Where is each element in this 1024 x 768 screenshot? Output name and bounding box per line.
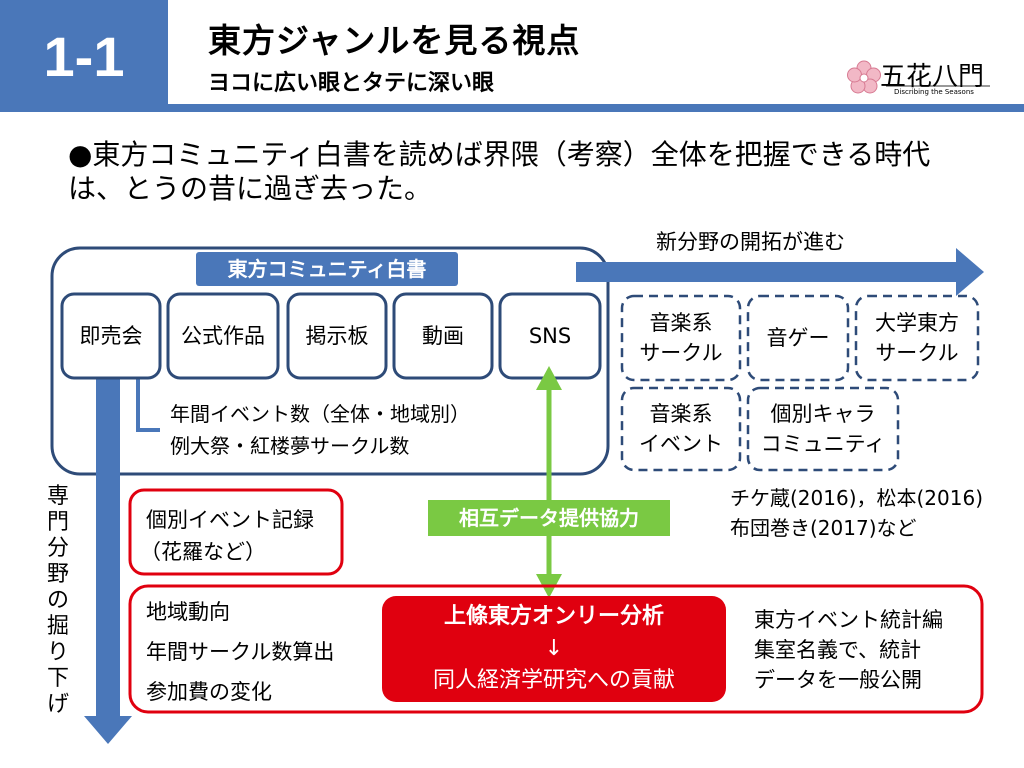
center-analysis-line1: 上條東方オンリー分析 (443, 604, 664, 629)
annual-events-line1: 年間イベント数（全体・地域別） (170, 402, 470, 426)
field-label-univ-circle: 大学東方 サークル (856, 296, 978, 380)
mutual-arrow-up (536, 366, 562, 390)
flower-icon (847, 60, 881, 94)
field-label-music-circle: 音楽系 サークル (622, 296, 740, 380)
center-analysis-text: 上條東方オンリー分析 ↓ 同人経済学研究への貢献 (382, 596, 726, 702)
category-label-sns: SNS (528, 324, 572, 348)
logo-tagline: Discribing the Seasons (894, 88, 974, 96)
event-connector (136, 378, 160, 432)
field-label-univ-circle-l2: サークル (875, 341, 959, 365)
field-label-character-community-l2: コミュニティ (760, 432, 886, 456)
category-label-video: 動画 (422, 324, 464, 348)
bottom-right-line1: 東方イベント統計編 (754, 608, 943, 632)
center-analysis-line2: 同人経済学研究への貢献 (432, 668, 675, 693)
page-subtitle: ヨコに広い眼とタテに深い眼 (208, 71, 495, 96)
references-line1: チケ蔵(2016)，松本(2016) (730, 486, 984, 510)
page-title: 東方ジャンルを見る視点 (208, 21, 581, 60)
field-box-music-circle (620, 294, 742, 382)
field-box-univ-circle (854, 294, 980, 382)
down-arrow-icon: ↓ (544, 636, 564, 661)
field-label-music-circle-l2: サークル (639, 341, 723, 365)
individual-record-line2: （花羅など） (140, 540, 266, 564)
field-label-music-event-l1: 音楽系 (649, 402, 713, 426)
vertical-arrow (84, 360, 132, 744)
field-label-character-community: 個別キャラ コミュニティ (748, 388, 898, 470)
bottom-left-item-1: 地域動向 (146, 600, 230, 624)
annual-events-line2: 例大祭・紅楼夢サークル数 (170, 434, 410, 458)
field-box-character-community (746, 386, 900, 472)
field-box-rhythm-game (746, 294, 850, 382)
references-line2: 布団巻き(2017)など (730, 516, 917, 540)
category-box-sokubaikai (60, 292, 162, 380)
category-label-bbs: 掲示板 (305, 324, 369, 348)
bullet-text: ●東方コミュニティ白書を読めば界隈（考察）全体を把握できる時代は、とうの昔に過ぎ… (68, 138, 931, 205)
horizontal-arrow-label: 新分野の開拓が進む (656, 230, 845, 254)
category-box-bbs (286, 292, 388, 380)
logo-text: 五花八門 (880, 62, 985, 92)
individual-record-box (128, 488, 344, 576)
bottom-right-line3: データを一般公開 (754, 668, 922, 692)
header-divider (168, 104, 1024, 112)
vertical-arrow-label: 専門分野の掘り下げ (46, 484, 69, 717)
category-box-official (166, 292, 280, 380)
field-label-music-event: 音楽系 イベント (622, 388, 740, 470)
white-paper-label: 東方コミュニティ白書 (196, 252, 458, 286)
logo (847, 60, 990, 94)
field-label-character-community-l1: 個別キャラ (770, 402, 876, 426)
field-label-music-event-l2: イベント (639, 432, 723, 456)
bottom-left-item-3: 参加費の変化 (146, 680, 272, 704)
individual-record-line1: 個別イベント記録 (146, 508, 314, 532)
bottom-left-item-2: 年間サークル数算出 (146, 640, 335, 664)
section-number: 1-1 (0, 0, 168, 112)
white-paper-frame (50, 246, 610, 476)
category-label-sokubaikai: 即売会 (79, 324, 143, 348)
category-box-video (392, 292, 494, 380)
analysis-frame (128, 584, 984, 714)
field-label-univ-circle-l1: 大学東方 (875, 311, 959, 335)
horizontal-arrow (576, 248, 984, 296)
field-label-music-circle-l1: 音楽系 (649, 311, 713, 335)
category-label-official: 公式作品 (181, 324, 265, 348)
bottom-right-line2: 集室名義で、統計 (754, 638, 922, 662)
field-box-music-event (620, 386, 742, 472)
center-analysis-box (382, 596, 726, 702)
mutual-data-label: 相互データ提供協力 (428, 500, 670, 536)
field-label-rhythm-game: 音ゲー (766, 326, 830, 350)
